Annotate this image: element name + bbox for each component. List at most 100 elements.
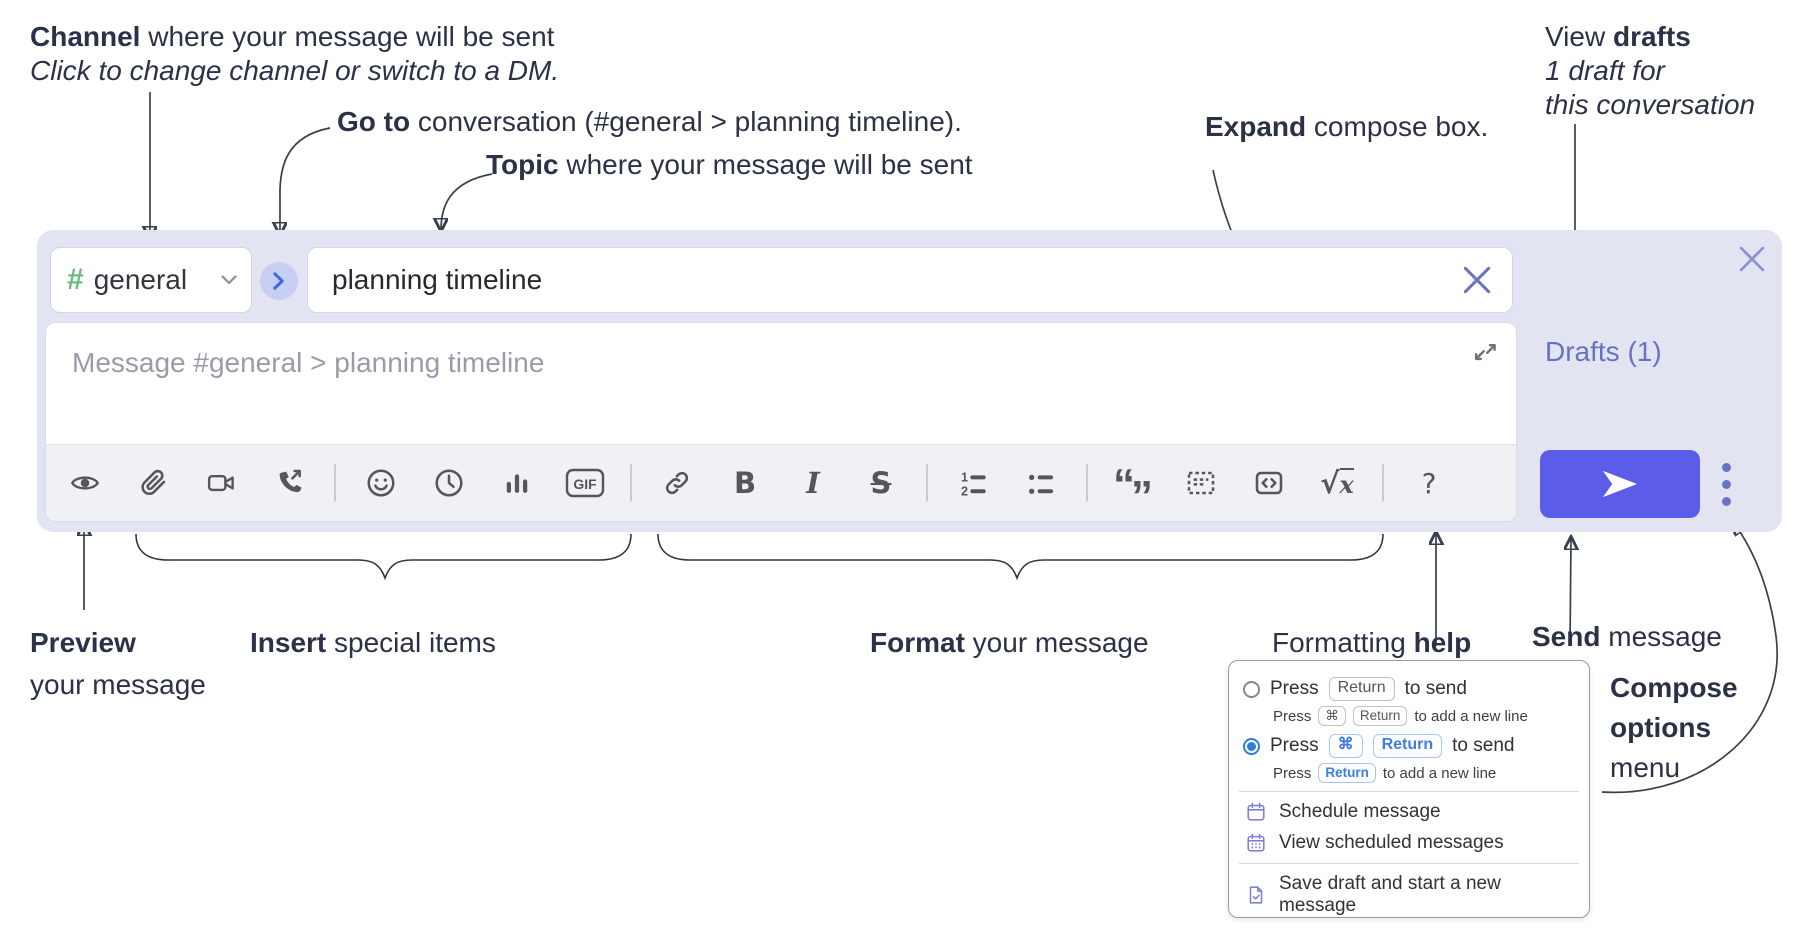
- bulleted-list-button[interactable]: [1018, 460, 1064, 506]
- italic-button[interactable]: I: [790, 460, 836, 506]
- code-button[interactable]: [1246, 460, 1292, 506]
- math-icon: √x: [1320, 466, 1354, 500]
- voice-call-button[interactable]: [266, 460, 312, 506]
- numbered-list-icon: 1 2: [961, 471, 986, 499]
- kbd-return: Return: [1372, 734, 1443, 758]
- brace-format: [657, 533, 1384, 581]
- brace-insert: [135, 533, 632, 581]
- quote-button[interactable]: “”: [1110, 460, 1156, 521]
- annotation-channel-bold: Channel: [30, 21, 141, 52]
- link-icon: [665, 471, 689, 495]
- strikethrough-button[interactable]: S: [858, 460, 904, 506]
- toolbar-divider: [926, 464, 928, 502]
- send-icon: [1603, 470, 1637, 498]
- popup-divider: [1239, 791, 1579, 792]
- svg-text:GIF: GIF: [573, 476, 597, 492]
- math-button[interactable]: √x: [1314, 460, 1360, 506]
- topic-value: planning timeline: [332, 264, 543, 295]
- message-formatting-help-button[interactable]: ?: [1406, 460, 1452, 506]
- channel-selector[interactable]: # general: [50, 247, 252, 313]
- kbd-return: Return: [1318, 763, 1376, 783]
- gif-button[interactable]: GIF: [562, 460, 608, 506]
- annotation-preview: Preview your message: [30, 627, 206, 700]
- message-panel: Message #general > planning timeline: [45, 322, 1517, 522]
- drafts-link[interactable]: Drafts (1): [1545, 336, 1662, 367]
- compose-toolbar: GIF B I S 1 2: [46, 444, 1516, 521]
- menu-item-save-draft[interactable]: Save draft and start a new message: [1245, 873, 1573, 917]
- spoiler-button[interactable]: [1178, 460, 1224, 506]
- bold-icon: B: [733, 466, 757, 500]
- menu-item-schedule-message[interactable]: Schedule message: [1245, 801, 1573, 823]
- popup-divider: [1239, 863, 1579, 864]
- kbd-cmd: ⌘: [1318, 706, 1346, 726]
- emoji-button[interactable]: [358, 460, 404, 506]
- toolbar-divider: [630, 464, 632, 502]
- topic-input[interactable]: planning timeline: [307, 247, 1513, 313]
- clock-icon: [435, 469, 463, 497]
- video-camera-icon: [207, 474, 234, 492]
- link-button[interactable]: [654, 460, 700, 506]
- code-icon: [1255, 471, 1283, 495]
- kbd-cmd: ⌘: [1328, 734, 1363, 758]
- calendar-grid-icon: [1247, 833, 1265, 852]
- cmd-enter-sends-option[interactable]: Press ⌘ Return to send: [1243, 734, 1575, 758]
- toolbar-divider: [1086, 464, 1088, 502]
- calendar-icon: [1247, 802, 1265, 821]
- expand-compose-button[interactable]: [1468, 337, 1498, 372]
- annotation-topic: Topic where your message will be sent: [486, 149, 973, 180]
- question-mark-icon: ?: [1421, 466, 1437, 500]
- close-compose-button[interactable]: [1738, 245, 1766, 278]
- smiley-icon: [367, 469, 395, 497]
- italic-icon: I: [806, 466, 820, 500]
- svg-text:2: 2: [961, 485, 968, 499]
- expand-icon: [1474, 343, 1496, 361]
- poll-button[interactable]: [494, 460, 540, 506]
- message-input[interactable]: Message #general > planning timeline: [46, 323, 1516, 444]
- enter-sends-subtext: Press ⌘ Return to add a new line: [1273, 706, 1528, 726]
- phone-call-icon: [279, 469, 302, 493]
- message-placeholder: Message #general > planning timeline: [72, 347, 545, 378]
- channel-hash-icon: #: [67, 263, 84, 296]
- connector-topic: [441, 173, 493, 230]
- annotation-send: Send message: [1532, 621, 1722, 652]
- annotation-format: Format your message: [870, 627, 1149, 658]
- dots-icon: [1721, 462, 1731, 472]
- connector-goto: [280, 127, 331, 234]
- kbd-return: Return: [1328, 677, 1395, 701]
- cmd-enter-sends-subtext: Press Return to add a new line: [1273, 763, 1497, 783]
- bold-button[interactable]: B: [722, 460, 768, 506]
- compose-options-menu-button[interactable]: [1706, 452, 1746, 516]
- channel-name: general: [93, 264, 188, 295]
- enter-sends-option[interactable]: Press Return to send: [1243, 677, 1575, 701]
- annotation-channel: Channel where your message will be sent …: [30, 20, 559, 88]
- toolbar-divider: [334, 464, 336, 502]
- annotation-formatting-help: Formatting help: [1272, 627, 1472, 658]
- go-to-conversation-button[interactable]: [260, 262, 298, 300]
- paperclip-icon: [141, 469, 166, 495]
- spoiler-icon: [1187, 471, 1215, 495]
- annotation-goto: Go to conversation (#general > planning …: [337, 106, 962, 137]
- annotation-compose-options: Compose options menu: [1610, 672, 1738, 783]
- svg-text:1: 1: [961, 471, 968, 485]
- schedule-button[interactable]: [426, 460, 472, 506]
- strikethrough-icon: S: [870, 466, 892, 500]
- menu-item-view-scheduled[interactable]: View scheduled messages: [1245, 832, 1573, 854]
- annotation-channel-line2: Click to change channel or switch to a D…: [30, 55, 560, 86]
- send-button[interactable]: [1540, 450, 1700, 518]
- clear-topic-icon[interactable]: [1462, 265, 1492, 295]
- annotation-insert: Insert special items: [250, 627, 496, 658]
- toolbar-divider: [1382, 464, 1384, 502]
- radio-unselected-icon[interactable]: [1243, 680, 1260, 698]
- annotation-channel-rest: where your message will be sent: [140, 21, 555, 52]
- preview-button[interactable]: [62, 460, 108, 506]
- annotation-view-drafts: View drafts 1 draft for this conversatio…: [1545, 21, 1756, 120]
- close-icon: [1739, 246, 1765, 272]
- compose-options-popup: Press Return to send Press ⌘ Return to a…: [1228, 660, 1590, 918]
- gif-icon: GIF: [565, 468, 605, 498]
- radio-selected-icon[interactable]: [1243, 737, 1260, 755]
- annotation-expand: Expand compose box.: [1205, 111, 1489, 142]
- quote-icon: “”: [1113, 460, 1153, 521]
- video-call-button[interactable]: [198, 460, 244, 506]
- attach-file-button[interactable]: [130, 460, 176, 506]
- numbered-list-button[interactable]: 1 2: [950, 460, 996, 506]
